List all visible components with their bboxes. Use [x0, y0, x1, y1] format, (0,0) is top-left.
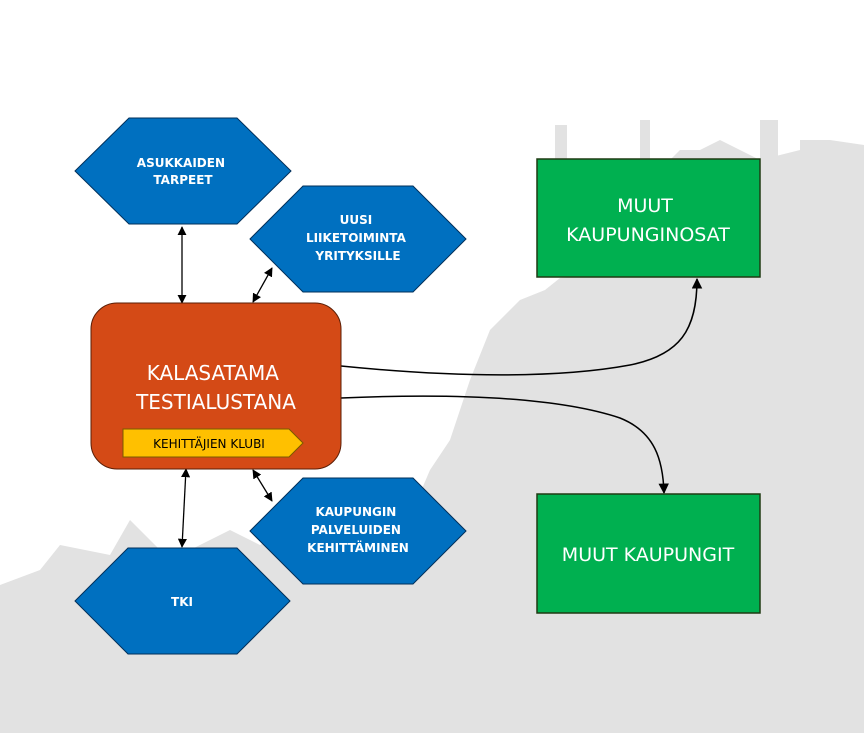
svg-text:ASUKKAIDEN TARPEET: ASUKKAIDEN TARPEET	[137, 156, 229, 187]
developers-club-label: KEHITTÄJIEN KLUBI	[153, 436, 265, 451]
svg-text:KAUPUNGIN PALVELUIDEN: KAUPUNGIN PALVELUIDEN KEHITTÄMINEN	[307, 505, 409, 555]
node-residents-line-2: TARPEET	[153, 173, 213, 187]
svg-text:MUUT KAUPUNGIT: MUUT KAUPUNGIT	[562, 544, 735, 566]
node-residents-needs: ASUKKAIDEN TARPEET	[74, 117, 292, 225]
arrow-main-districts	[340, 277, 703, 376]
node-new-business: UUSI LIIKETOIMINTA YRITYKSILLE	[249, 185, 467, 293]
green-box-shape	[536, 158, 761, 278]
svg-text:UUSI LIIKETOIMINTA: UUSI LIIKETOIMINTA YRITYKSILLE	[306, 213, 410, 263]
node-services-line-1: KAUPUNGIN	[315, 505, 396, 519]
node-business-line-2: LIIKETOIMINTA	[306, 231, 407, 245]
node-main-line-2: TESTIALUSTANA	[135, 390, 296, 414]
node-business-line-3: YRITYKSILLE	[314, 249, 400, 263]
svg-text:KALASATAMA TESTIALUSTANA: KALASATAMA TESTIALUSTANA	[135, 361, 296, 414]
main-box-shape	[90, 302, 342, 470]
arrow-main-cities	[340, 395, 669, 495]
hexagon-shape	[249, 185, 467, 293]
svg-text:MUUT KAUPUNGINOSAT: MUUT KAUPUNGINOSAT	[566, 195, 730, 246]
arrow-main-tki	[177, 468, 191, 548]
developers-club-tag-shape	[122, 428, 304, 458]
node-residents-line-1: ASUKKAIDEN	[137, 156, 225, 170]
node-main-line-1: KALASATAMA	[147, 361, 280, 385]
arrow-main-services	[252, 469, 273, 502]
node-cities-line-1: MUUT KAUPUNGIT	[562, 544, 735, 566]
node-services-line-2: PALVELUIDEN	[311, 523, 401, 537]
node-services-line-3: KEHITTÄMINEN	[307, 540, 409, 555]
node-districts-line-2: KAUPUNGINOSAT	[566, 224, 730, 246]
node-districts-line-1: MUUT	[617, 195, 673, 217]
connectors	[177, 226, 703, 548]
node-city-services: KAUPUNGIN PALVELUIDEN KEHITTÄMINEN	[249, 477, 467, 585]
svg-text:TKI: TKI	[171, 595, 193, 609]
arrow-business-main	[252, 267, 273, 303]
green-box-shape	[536, 493, 761, 614]
hexagon-shape	[249, 477, 467, 585]
node-main-platform: KALASATAMA TESTIALUSTANA KEHITTÄJIEN KLU…	[90, 302, 342, 470]
node-other-districts: MUUT KAUPUNGINOSAT	[536, 158, 761, 278]
hexagon-shape	[74, 117, 292, 225]
node-tki-line-1: TKI	[171, 595, 193, 609]
node-other-cities: MUUT KAUPUNGIT	[536, 493, 761, 614]
node-business-line-1: UUSI	[340, 213, 373, 227]
node-tki: TKI	[74, 547, 291, 655]
hexagon-shape	[74, 547, 291, 655]
